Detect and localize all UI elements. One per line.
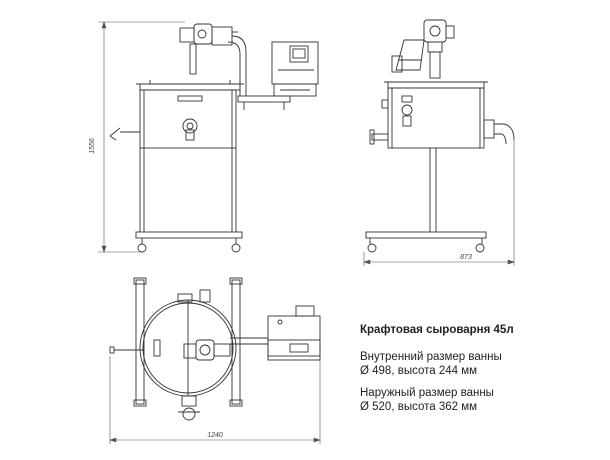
pipe: [227, 35, 247, 96]
inner-size-label: Внутренний размер ванны: [360, 351, 502, 363]
inner-size-value: Ø 498, высота 244 мм: [360, 365, 478, 377]
gauge: [401, 95, 413, 127]
front-view: [98, 21, 319, 253]
outer-size-value: Ø 520, высота 362 мм: [360, 401, 478, 413]
hopper: [391, 39, 425, 73]
side-shelf: [237, 95, 291, 110]
product-title: Крафтовая сыроварня 45л: [360, 324, 514, 336]
center-column: [429, 148, 437, 232]
width-dimension: [109, 356, 321, 444]
height-dimension: [98, 21, 185, 253]
outer-size-spec: Наружный размер ванны Ø 520, высота 362 …: [360, 386, 600, 414]
control-box: [271, 41, 319, 97]
top-left-rail: [109, 277, 147, 407]
depth-dimension-label: 873: [460, 254, 472, 261]
top-vat: [139, 299, 237, 397]
outlet-pipe: [483, 119, 515, 145]
top-right-rail: [229, 277, 243, 407]
inner-size-spec: Внутренний размер ванны Ø 498, высота 24…: [360, 350, 600, 378]
top-control-box: [267, 305, 321, 361]
side-view: [363, 19, 515, 266]
side-base: [365, 231, 487, 253]
casters: [137, 243, 241, 253]
side-vat: [384, 81, 488, 149]
top-arm: [230, 337, 268, 345]
height-dimension-label: 1556: [89, 138, 96, 154]
width-dimension-label: 1240: [207, 432, 223, 439]
motor-top: [179, 23, 238, 75]
vat-body: [139, 89, 237, 149]
depth-dimension: [363, 140, 515, 266]
specification-block: Крафтовая сыроварня 45л Внутренний разме…: [360, 324, 600, 422]
top-view: [109, 277, 321, 444]
vat-lid: [136, 80, 244, 91]
top-fittings: [177, 289, 211, 421]
top-motor: [183, 339, 231, 361]
stand-frame: [135, 148, 243, 244]
crank-handle: [109, 127, 140, 141]
outer-size-label: Наружный размер ванны: [360, 387, 494, 399]
side-motor: [423, 19, 455, 79]
left-valve: [369, 99, 389, 145]
